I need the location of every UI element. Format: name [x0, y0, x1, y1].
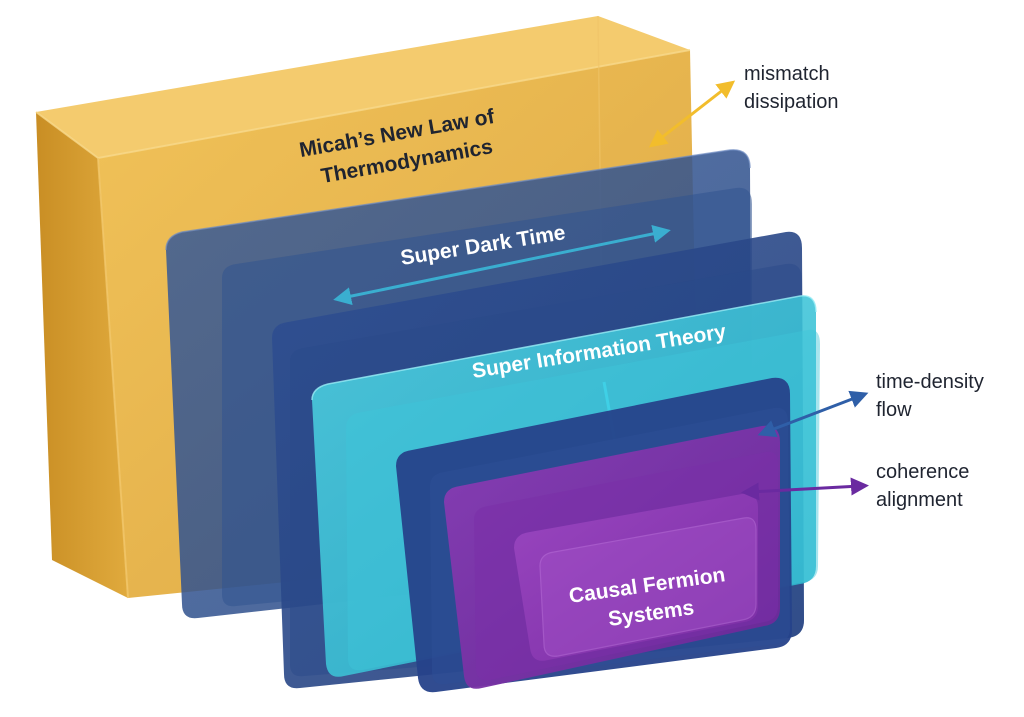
gold-top-face — [36, 16, 690, 158]
gold-side-face — [36, 112, 128, 598]
time-density-label-line1: time-density — [876, 371, 984, 393]
mismatch-label-line1: mismatch — [744, 63, 830, 85]
annotation-mismatch-dissipation: mismatch dissipation — [648, 63, 839, 148]
fermion-front-panel — [539, 517, 757, 657]
time-density-label-line2: flow — [876, 399, 912, 421]
annotation-time-density-flow: time-density flow — [757, 371, 984, 438]
mismatch-label-line2: dissipation — [744, 91, 839, 113]
coherence-arrow — [741, 477, 869, 501]
fermion-back-panel — [514, 493, 758, 661]
time-density-arrow — [757, 390, 869, 438]
mismatch-arrow — [648, 80, 736, 148]
annotation-coherence-alignment: coherence alignment — [741, 461, 969, 511]
dark-time-double-arrow — [333, 225, 671, 305]
layer-causal-fermion-systems: Causal Fermion Systems — [514, 493, 758, 661]
coherence-label-line1: coherence — [876, 461, 969, 483]
coherence-label-line2: alignment — [876, 489, 963, 511]
